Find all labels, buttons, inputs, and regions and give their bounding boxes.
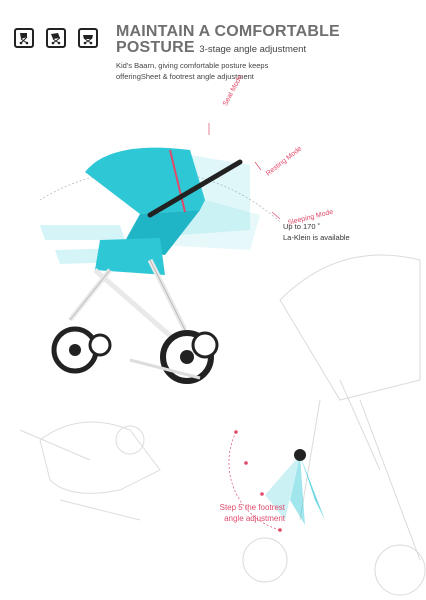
recline-note-line-2: La-Klein is available: [283, 233, 350, 242]
footrest-step-caption: Step 5 the footrest angle adjustment: [145, 502, 285, 524]
title-subtitle: 3-stage angle adjustment: [199, 44, 307, 55]
step-line-2: angle adjustment: [224, 514, 285, 523]
footrest-fan: [228, 430, 325, 532]
front-wheel-right: [88, 333, 112, 357]
rear-wheel-right: [191, 331, 219, 359]
ghost-seat-1: [40, 225, 125, 240]
intro-text: Kid's Baarn, giving comfortable posture …: [116, 60, 316, 82]
footrest-pivot: [294, 449, 306, 461]
recline-note-line-1: Up to 170 ˚: [283, 222, 321, 231]
stroller-icon: [14, 28, 34, 48]
title-line-1: MAINTAIN A COMFORTABLE: [116, 23, 340, 40]
footbar: [129, 358, 201, 380]
ghost-stroller: [242, 254, 426, 596]
page-title: MAINTAIN A COMFORTABLE POSTURE 3-stage a…: [116, 24, 340, 58]
recline-note: Up to 170 ˚ La-Klein is available: [283, 221, 350, 243]
canopy: [85, 147, 205, 214]
seat: [95, 238, 165, 275]
step-line-1: Step 5 the footrest: [219, 503, 285, 512]
intro-line-2: offeringSheet & footrest angle adjustmen…: [116, 72, 254, 81]
stroller-recline-icon: [46, 28, 66, 48]
handlebar: [147, 159, 243, 218]
sketch-figure: [19, 421, 161, 521]
title-line-2: POSTURE: [116, 39, 195, 56]
canopy-stripe: [169, 149, 186, 213]
intro-line-1: Kid's Baarn, giving comfortable posture …: [116, 61, 269, 70]
stroller-carrycot-icon: [78, 28, 98, 48]
